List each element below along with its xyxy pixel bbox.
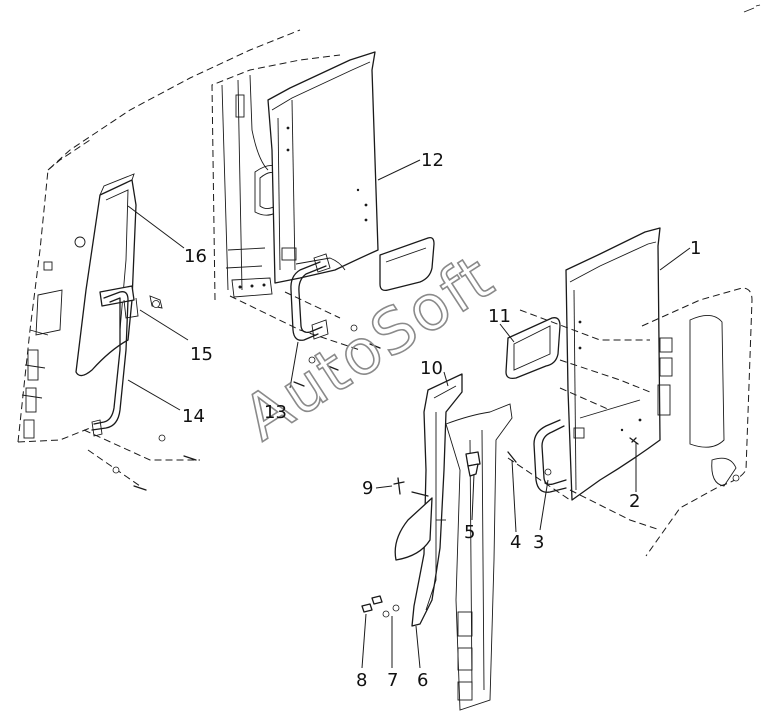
callout-1: 1 — [690, 238, 701, 259]
small-fasteners — [361, 437, 639, 618]
part-14-left-grab-handle — [91, 291, 129, 437]
right-assembly-lines — [507, 309, 661, 531]
callout-4: 4 — [510, 532, 521, 553]
part-12-rear-trim-panel — [267, 51, 435, 292]
part-15-bracket — [99, 285, 163, 319]
center-body-panel — [211, 54, 341, 301]
callout-5: 5 — [464, 522, 475, 543]
callout-15: 15 — [190, 344, 213, 365]
part-13-grab-handle — [229, 253, 361, 351]
callout-14: 14 — [182, 406, 205, 427]
callout-12: 12 — [421, 150, 444, 171]
right-body-side-wall — [641, 287, 753, 557]
callout-10: 10 — [420, 358, 443, 379]
callout-11: 11 — [488, 306, 511, 327]
callout-7: 7 — [387, 670, 398, 691]
part-1-right-trim-panel — [565, 227, 661, 501]
leader-lines — [127, 159, 691, 669]
callout-16: 16 — [184, 246, 207, 267]
left-fasteners — [83, 300, 200, 491]
callout-8: 8 — [356, 670, 367, 691]
part-16-left-pillar-trim — [75, 173, 137, 377]
part-10-center-pillar-trim — [394, 373, 463, 627]
callout-3: 3 — [533, 532, 544, 553]
callout-2: 2 — [629, 491, 640, 512]
part-3-right-grab-handle — [533, 419, 567, 493]
callout-9: 9 — [362, 478, 373, 499]
part-11-window-trim — [505, 317, 561, 380]
center-fasteners — [293, 324, 381, 387]
corner-mark — [743, 4, 761, 13]
right-lower-pillar — [445, 403, 513, 711]
callout-labels: 1 2 3 4 5 6 7 8 9 10 11 12 13 14 15 16 — [182, 150, 701, 691]
left-body-side-wall — [17, 29, 301, 443]
callout-13: 13 — [264, 402, 287, 423]
callout-6: 6 — [417, 670, 428, 691]
